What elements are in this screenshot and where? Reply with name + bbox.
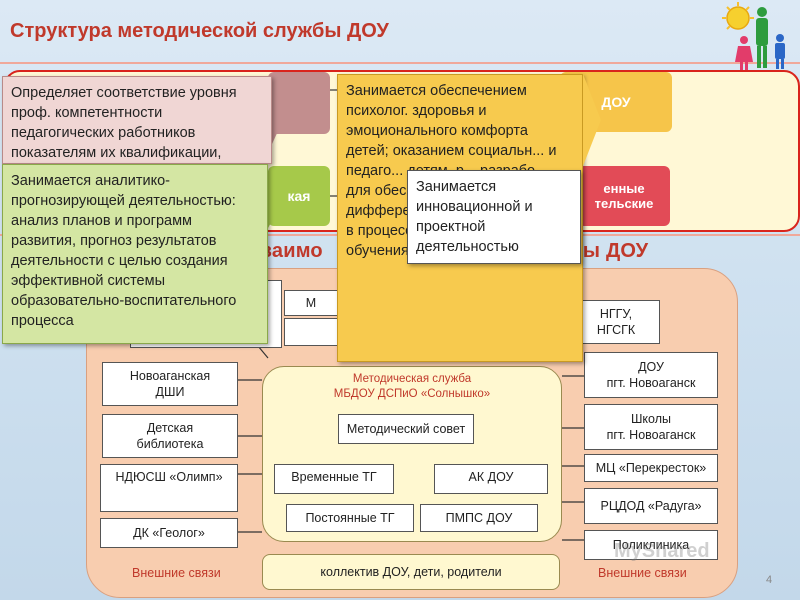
external-links-right: Внешние связи [598, 566, 687, 580]
top-divider [0, 62, 800, 64]
partner-box-dk[interactable]: ДК «Геолог» [100, 518, 238, 548]
rose-callout-pointer [272, 84, 286, 144]
pmps-box[interactable]: ПМПС ДОУ [420, 504, 538, 532]
attestation-callout: Определяет соответствие уровня проф. ком… [2, 76, 272, 164]
slide-title: Структура методической службы ДОУ [10, 20, 389, 42]
partner-box-polyclinic[interactable]: Поликлиника [584, 530, 718, 560]
temporary-groups-box[interactable]: Временные ТГ [274, 464, 394, 494]
watermark: MyShared [614, 540, 710, 562]
partner-box-dou-right[interactable]: ДОУ пгт. Новоаганск [584, 352, 718, 398]
partner-box-mc[interactable]: МЦ «Перекресток» [584, 454, 718, 482]
methodological-service-title: Методическая служба МБДОУ ДСПиО «Солнышк… [333, 373, 491, 400]
partner-box-dshi[interactable]: Новоаганская ДШИ [102, 362, 238, 406]
partner-box-rcdod[interactable]: РЦДОД «Радуга» [584, 488, 718, 524]
methodical-council-box[interactable]: Методический совет [338, 414, 474, 444]
sun-and-people-icon [722, 2, 785, 70]
analytics-callout: Занимается аналитико-прогнозирующей деят… [2, 164, 268, 344]
yellow-callout-pointer [583, 74, 601, 166]
partner-box-top-mid2[interactable] [284, 318, 338, 346]
page-number: 4 [766, 574, 773, 586]
partner-box-schools[interactable]: Школы пгт. Новоаганск [584, 404, 718, 450]
partner-box-library[interactable]: Детская библиотека [102, 414, 238, 458]
collective-box[interactable]: коллектив ДОУ, дети, родители [262, 554, 560, 590]
green-callout-pointer [268, 172, 284, 228]
ak-dou-box[interactable]: АК ДОУ [434, 464, 548, 494]
innovation-callout: Занимается инновационной и проектной дея… [407, 170, 581, 264]
research-pill[interactable]: енные тельские [578, 166, 670, 226]
permanent-groups-box[interactable]: Постоянные ТГ [286, 504, 414, 532]
external-links-left: Внешние связи [132, 566, 221, 580]
partner-box-ndyussh[interactable]: НДЮСШ «Олимп» [100, 464, 238, 512]
partner-box-top-mid1[interactable]: М [284, 290, 338, 316]
partner-box-nggu[interactable]: НГГУ, НГСГК [572, 300, 660, 344]
